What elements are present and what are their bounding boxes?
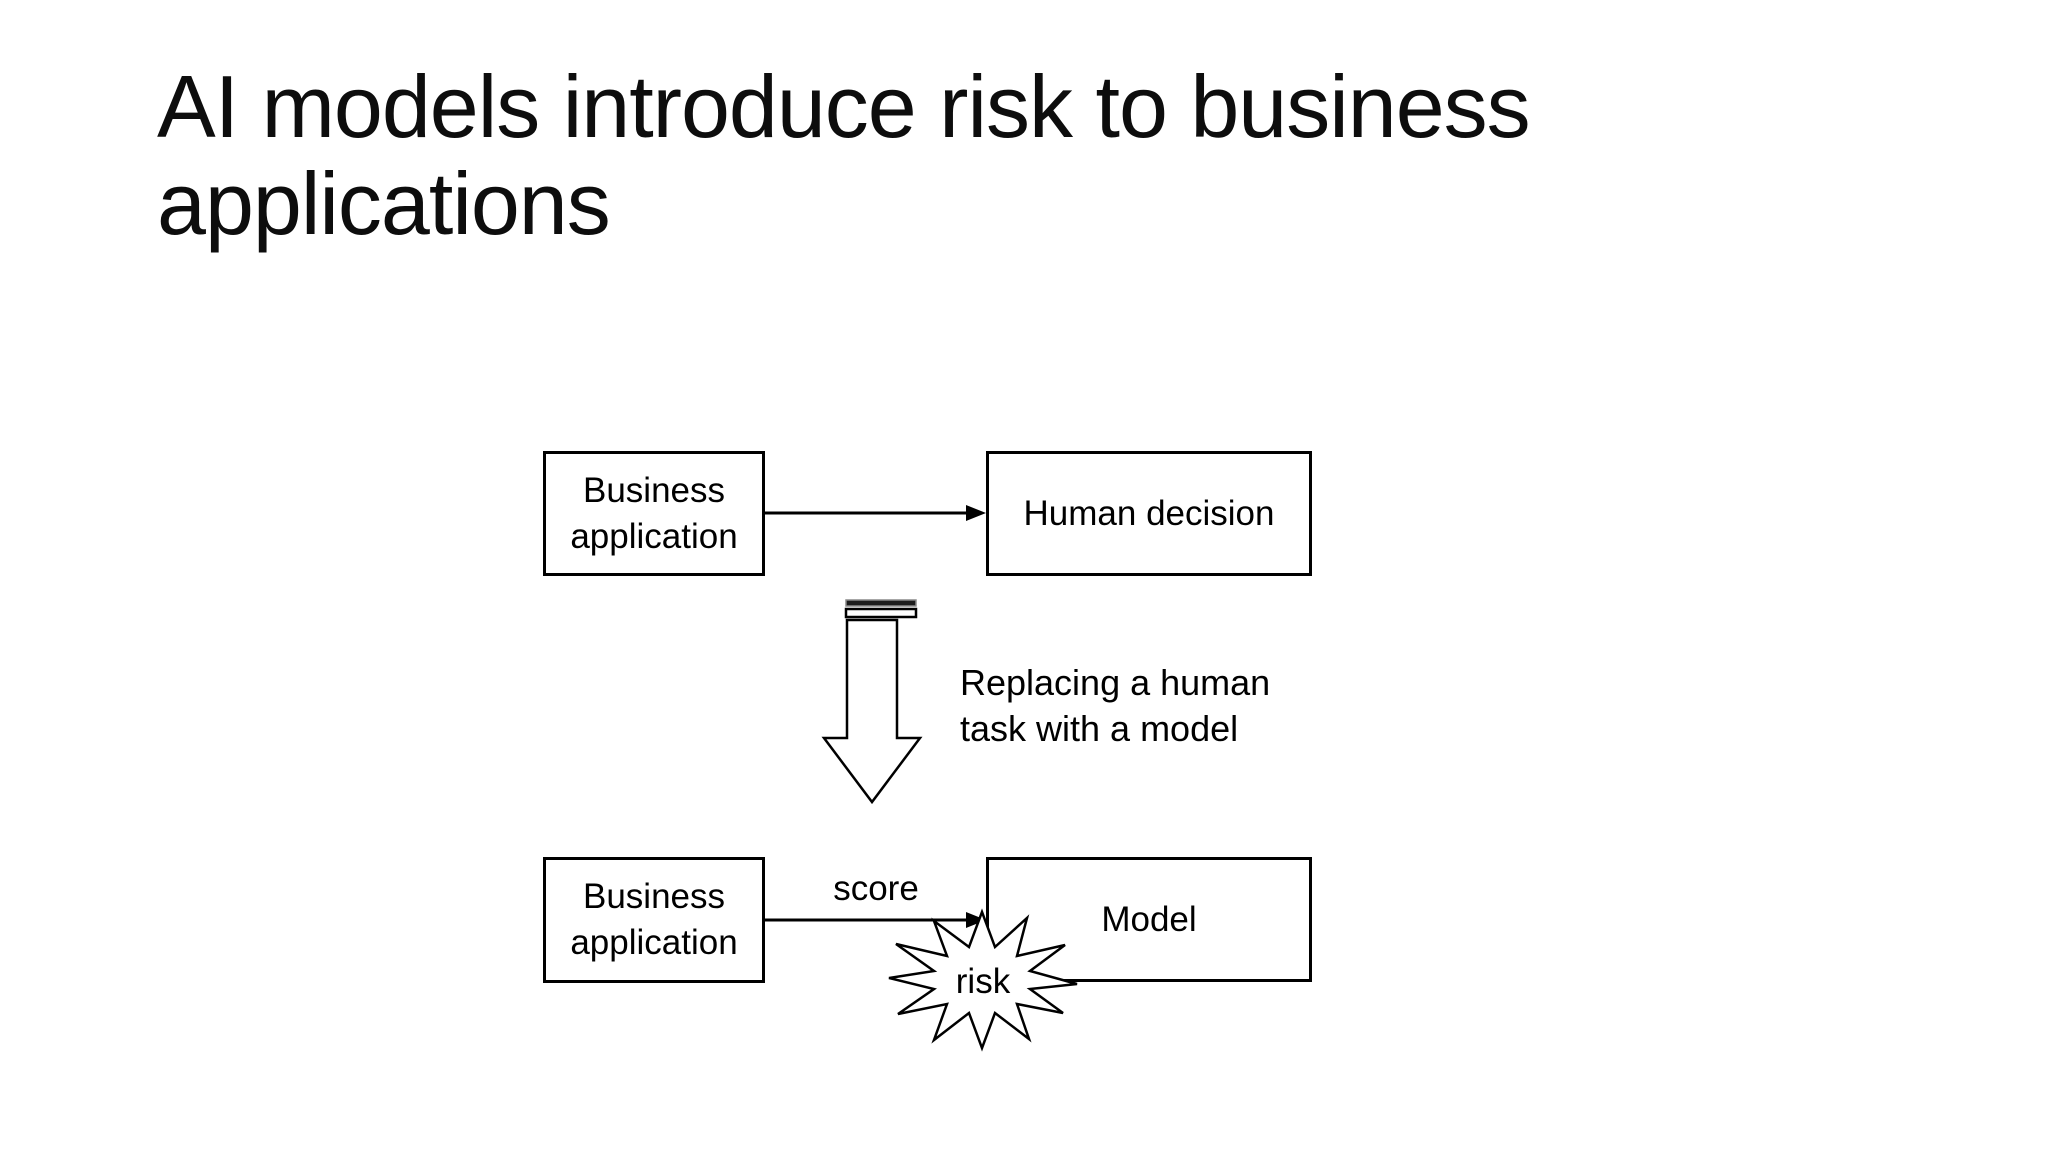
slide-title: AI models introduce risk to business app… (157, 58, 1757, 252)
big-down-arrow (821, 618, 923, 805)
top-connector-arrowhead (966, 505, 986, 521)
human-decision-box: Human decision (986, 451, 1312, 576)
title-line-2: applications (157, 154, 611, 253)
score-label: score (833, 869, 919, 908)
bottom-connector-arrowhead (966, 912, 986, 928)
big-arrow-top-bar-filled (845, 599, 917, 607)
risk-label: risk (955, 962, 1011, 1001)
business-application-label-top: Business application (570, 470, 738, 556)
business-application-label-bottom: Business application (570, 877, 738, 962)
title-line-1: AI models introduce risk to business (157, 57, 1531, 156)
business-application-box-top: Business application (543, 451, 765, 576)
model-label: Model (1101, 899, 1197, 939)
business-application-box-bottom: Business application (543, 857, 765, 983)
human-decision-label: Human decision (1023, 493, 1275, 533)
transition-label: Replacing a human task with a model (960, 662, 1271, 749)
big-arrow-top-bar-outline (844, 607, 918, 619)
